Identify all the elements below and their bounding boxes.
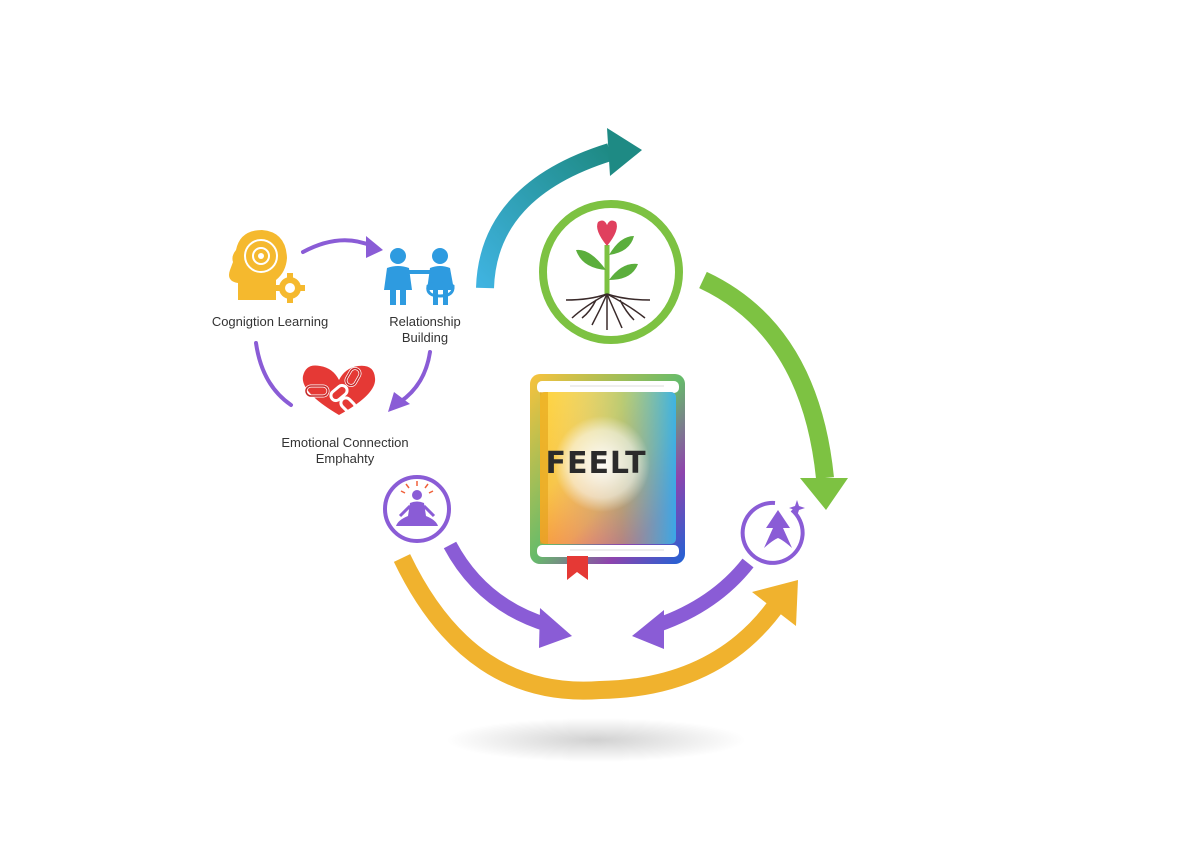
book-title: FEELT bbox=[545, 446, 647, 481]
top-arrow-head-icon bbox=[607, 128, 642, 176]
emotional-connection-label: Emotional Connection Emphahty bbox=[270, 435, 420, 467]
relationship-building-label: Relationship Building bbox=[380, 314, 470, 346]
arrow-cognition-to-relationship bbox=[301, 238, 374, 254]
purple-left-arrow bbox=[443, 541, 551, 632]
head-gear-icon bbox=[229, 230, 305, 303]
top-arrow bbox=[476, 143, 613, 289]
progress-node bbox=[740, 500, 805, 565]
growth-node bbox=[539, 200, 683, 344]
two-people-icon bbox=[384, 248, 455, 305]
arrow-relationship-to-emotional bbox=[398, 350, 432, 404]
right-arrow bbox=[699, 271, 834, 479]
bottom-arrow-head-icon bbox=[752, 580, 798, 626]
up-arrow-sparkle-icon bbox=[764, 500, 805, 548]
arrow-emotional-to-cognition bbox=[254, 341, 293, 407]
cognition-learning-label: Cognigtion Learning bbox=[211, 314, 329, 329]
mindfulness-node bbox=[383, 475, 451, 543]
meditation-icon bbox=[396, 481, 438, 526]
emotional-label-line2: Emphahty bbox=[315, 451, 375, 466]
purple-right-arrow bbox=[655, 558, 754, 632]
emotional-label-line1: Emotional Connection bbox=[281, 435, 409, 450]
right-arrow-head-icon bbox=[800, 478, 848, 510]
arrow-head-icon bbox=[366, 236, 383, 258]
relationship-label-line2: Building bbox=[401, 330, 449, 345]
ground-shadow bbox=[446, 718, 746, 762]
main-cycle-arrows bbox=[393, 128, 848, 700]
bookmark-icon bbox=[567, 556, 588, 580]
purple-left-arrow-head-icon bbox=[539, 608, 572, 648]
relationship-label-line1: Relationship bbox=[389, 314, 461, 329]
purple-right-arrow-head-icon bbox=[632, 610, 664, 649]
arrow-head-icon bbox=[388, 392, 410, 412]
heart-chain-icon bbox=[302, 365, 376, 415]
plant-roots-icon bbox=[565, 220, 651, 330]
bottom-arrow bbox=[393, 554, 788, 700]
left-cycle bbox=[229, 230, 455, 415]
rainbow-book-icon bbox=[522, 368, 690, 580]
